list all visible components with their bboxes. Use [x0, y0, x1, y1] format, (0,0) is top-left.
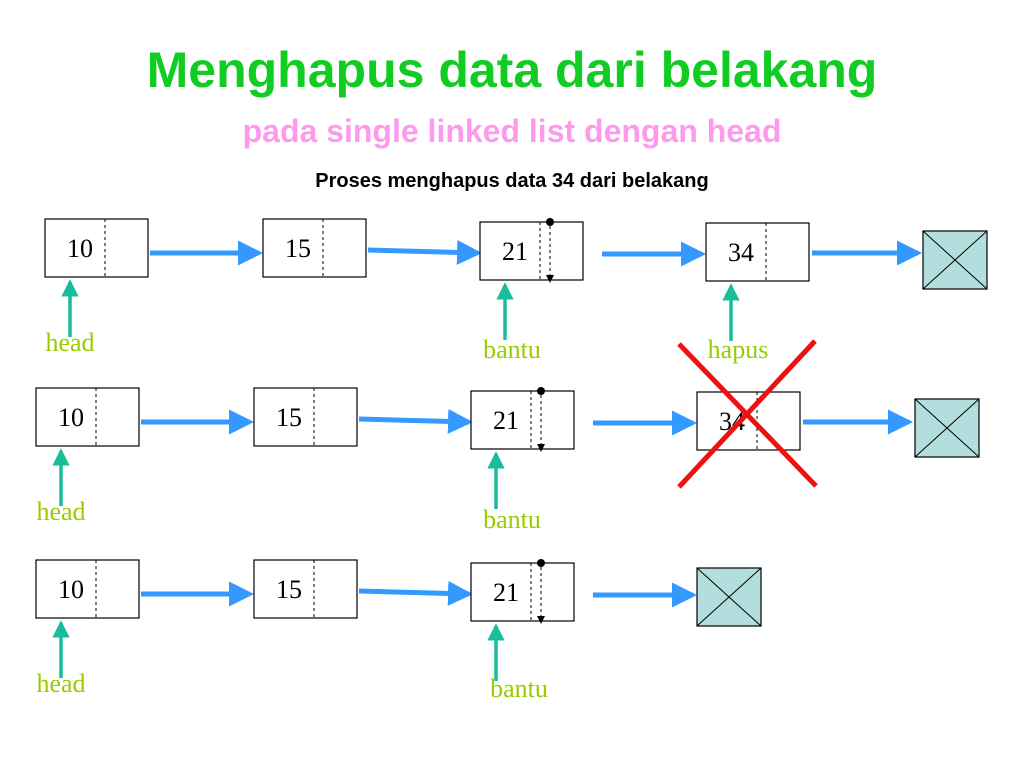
delete-cross-line [677, 339, 817, 489]
bantu-label: bantu [483, 335, 541, 364]
list-node-21: 21 [470, 559, 575, 624]
node-value: 21 [502, 237, 528, 266]
list-node-15: 15 [253, 559, 358, 619]
null-cross-line [914, 398, 980, 458]
list-node-34: 34 [705, 222, 810, 282]
head-label: head [45, 328, 94, 357]
node-box [470, 562, 575, 622]
next-link-arrow [358, 580, 473, 606]
head-label: head [36, 497, 85, 526]
list-node-21: 21 [479, 218, 584, 283]
node-value: 15 [285, 234, 311, 263]
list-node-10: 10 [35, 387, 140, 447]
node-box [696, 391, 801, 451]
node-box [253, 559, 358, 619]
null-terminator [696, 567, 762, 627]
delete-cross-mark [677, 339, 818, 489]
node-value: 21 [493, 406, 519, 435]
bantu-label: bantu [483, 505, 541, 534]
node-value: 34 [728, 238, 754, 267]
pointer-origin-dot [537, 559, 545, 567]
process-caption: Proses menghapus data 34 dari belakang [315, 170, 709, 192]
node-value: 15 [276, 575, 302, 604]
list-node-21: 21 [470, 387, 575, 452]
next-link-arrow [367, 239, 482, 265]
node-box [479, 221, 584, 281]
slide-subtitle: pada single linked list dengan head [242, 113, 782, 149]
pointer-origin-dot [546, 218, 554, 226]
node-box [262, 218, 367, 278]
hapus-label: hapus [708, 335, 769, 364]
node-box [44, 218, 149, 278]
null-cross-line [696, 567, 762, 627]
list-node-10: 10 [44, 218, 149, 278]
slide-title: Menghapus data dari belakang [146, 42, 878, 98]
node-box [705, 222, 810, 282]
node-value: 10 [58, 575, 84, 604]
node-box [253, 387, 358, 447]
list-node-34: 34 [696, 391, 801, 451]
null-terminator [914, 398, 980, 458]
node-value: 21 [493, 578, 519, 607]
next-link-arrow [358, 408, 473, 434]
list-row-step-3: 10 15 21 head bantu [35, 559, 762, 703]
bantu-label: bantu [490, 674, 548, 703]
node-box [35, 559, 140, 619]
list-node-10: 10 [35, 559, 140, 619]
list-node-15: 15 [253, 387, 358, 447]
null-terminator [922, 230, 988, 290]
pointer-origin-dot [537, 387, 545, 395]
null-cross-line [922, 230, 988, 290]
node-value: 10 [58, 403, 84, 432]
list-row-step-2: 10 15 21 34 head bantu [35, 339, 980, 534]
node-box [470, 390, 575, 450]
head-label: head [36, 669, 85, 698]
list-node-15: 15 [262, 218, 367, 278]
node-box [35, 387, 140, 447]
node-value: 10 [67, 234, 93, 263]
list-row-step-1: 10 15 21 34 head bantu hapus [44, 218, 988, 364]
node-value: 15 [276, 403, 302, 432]
